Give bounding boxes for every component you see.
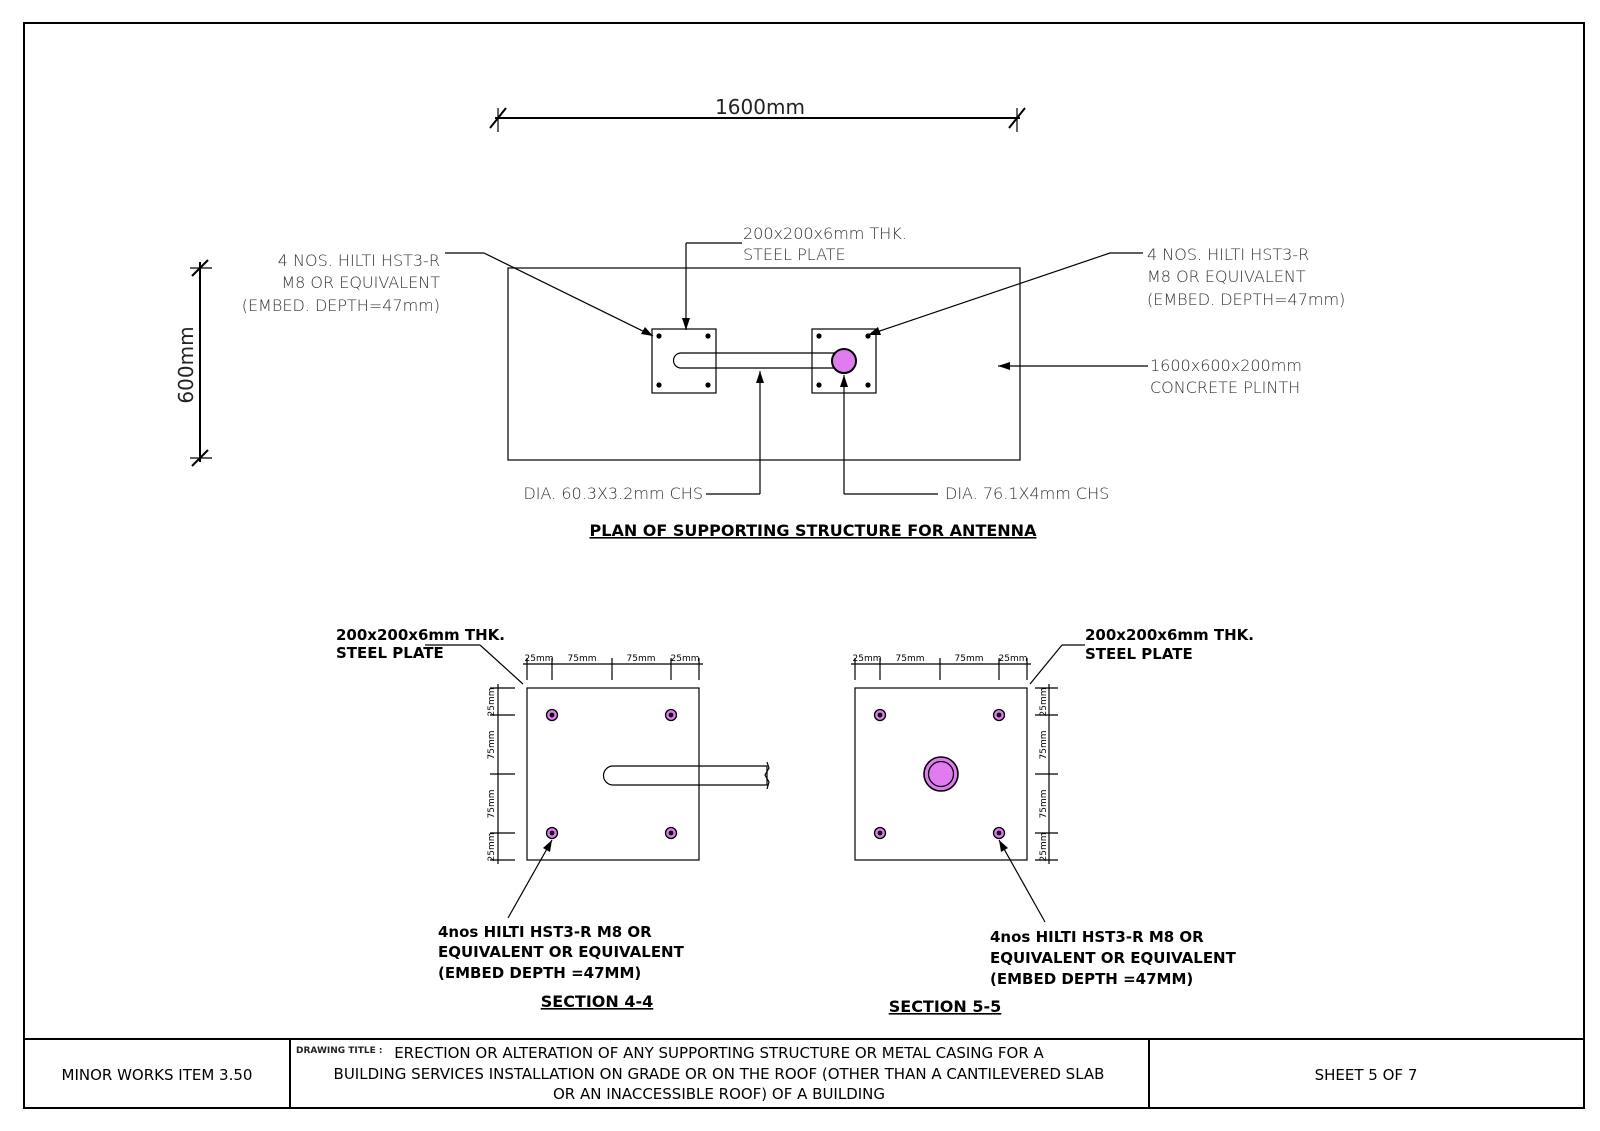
plan-plate-label-1: 200x200x6mm THK.	[743, 224, 907, 243]
plan-anchor-right-label-1: 4 NOS. HILTI HST3-R	[1147, 245, 1309, 264]
s44-title: SECTION 4-4	[541, 992, 654, 1011]
plan-chs-arm	[672, 352, 841, 369]
s44-plate	[526, 687, 700, 861]
s55-title: SECTION 5-5	[889, 997, 1002, 1016]
plan-chs-small-label: DIA. 60.3X3.2mm CHS	[523, 484, 703, 503]
plan-plate-label-2: STEEL PLATE	[743, 245, 846, 264]
s55-dim-top-4: 25mm	[999, 654, 1028, 664]
dim-height-label: 600mm	[174, 326, 198, 403]
plan-anchor-left-label-3: (EMBED. DEPTH=47mm)	[242, 296, 440, 315]
s55-dim-side-2: 75mm	[1039, 731, 1049, 760]
s44-chs-arm	[602, 765, 768, 786]
plan-view: 1600mm 600mm 4 NOS. HILTI HST3-R M8 OR E…	[174, 95, 1345, 540]
title-block: MINOR WORKS ITEM 3.50 DRAWING TITLE : ER…	[24, 1038, 1584, 1108]
s55-anchor-label-3: (EMBED DEPTH =47MM)	[990, 970, 1193, 988]
s55-chs-post-inner	[927, 760, 955, 788]
s55-dim-top-1: 25mm	[853, 654, 882, 664]
s44-plate-label-2: STEEL PLATE	[336, 644, 444, 662]
dim-width-label: 1600mm	[715, 95, 805, 119]
s55-plate-label-2: STEEL PLATE	[1085, 645, 1193, 663]
s44-dim-top-2: 75mm	[568, 654, 597, 664]
s44-anchor-label-3: (EMBED DEPTH =47MM)	[438, 964, 641, 982]
s44-dim-side-3: 75mm	[487, 790, 497, 819]
plan-plate-left	[651, 328, 717, 394]
s44-dim-side-4: 25mm	[487, 833, 497, 862]
s44-anchor-label-1: 4nos HILTI HST3-R M8 OR	[438, 923, 652, 941]
s55-dim-side-3: 75mm	[1039, 790, 1049, 819]
sheet-number: SHEET 5 OF 7	[1315, 1066, 1418, 1084]
drawing-title-line-1: ERECTION OR ALTERATION OF ANY SUPPORTING…	[394, 1044, 1044, 1062]
plan-chs-post	[831, 348, 857, 374]
plan-plinth-label-1: 1600x600x200mm	[1150, 356, 1302, 375]
title-block-item: MINOR WORKS ITEM 3.50	[62, 1066, 253, 1084]
s55-anchor-label-1: 4nos HILTI HST3-R M8 OR	[990, 928, 1204, 946]
s44-dim-top-1: 25mm	[525, 654, 554, 664]
s55-plate-label-1: 200x200x6mm THK.	[1085, 626, 1254, 644]
s44-dim-top-3: 75mm	[627, 654, 656, 664]
s55-plate	[854, 687, 1028, 861]
s44-dim-side-2: 75mm	[487, 731, 497, 760]
section-4-4: 25mm 75mm 75mm 25mm 25mm 75mm 75mm 25mm …	[336, 626, 770, 1011]
plan-anchor-left-label-2: M8 OR EQUIVALENT	[281, 273, 440, 292]
s55-anchor-label-2: EQUIVALENT OR EQUIVALENT	[990, 949, 1237, 967]
plan-title: PLAN OF SUPPORTING STRUCTURE FOR ANTENNA	[590, 521, 1038, 540]
plan-anchor-right-label-3: (EMBED. DEPTH=47mm)	[1147, 290, 1345, 309]
plan-plinth-label-2: CONCRETE PLINTH	[1150, 378, 1300, 397]
s44-dim-side-1: 25mm	[487, 688, 497, 717]
s44-anchor-label-2: EQUIVALENT OR EQUIVALENT	[438, 943, 685, 961]
s55-bolts	[873, 708, 1006, 840]
s44-bolts	[545, 708, 678, 840]
s55-dim-side-1: 25mm	[1039, 688, 1049, 717]
concrete-plinth	[507, 267, 1021, 461]
drawing-title-line-3: OR AN INACCESSIBLE ROOF) OF A BUILDING	[553, 1085, 885, 1103]
drawing-title-label: DRAWING TITLE :	[296, 1046, 383, 1056]
plan-chs-large-label: DIA. 76.1X4mm CHS	[945, 484, 1109, 503]
s55-dim-top-3: 75mm	[955, 654, 984, 664]
s44-plate-label-1: 200x200x6mm THK.	[336, 626, 505, 644]
s44-dim-top-4: 25mm	[671, 654, 700, 664]
sheet-border	[23, 22, 1585, 1109]
s55-dim-side-4: 25mm	[1039, 833, 1049, 862]
section-5-5: 25mm 75mm 75mm 25mm 25mm 75mm 75mm 25mm …	[851, 626, 1254, 1016]
plan-anchor-left-label-1: 4 NOS. HILTI HST3-R	[278, 251, 440, 270]
s55-dim-top-2: 75mm	[896, 654, 925, 664]
plan-anchor-right-label-2: M8 OR EQUIVALENT	[1147, 267, 1306, 286]
drawing-title-line-2: BUILDING SERVICES INSTALLATION ON GRADE …	[334, 1065, 1105, 1083]
